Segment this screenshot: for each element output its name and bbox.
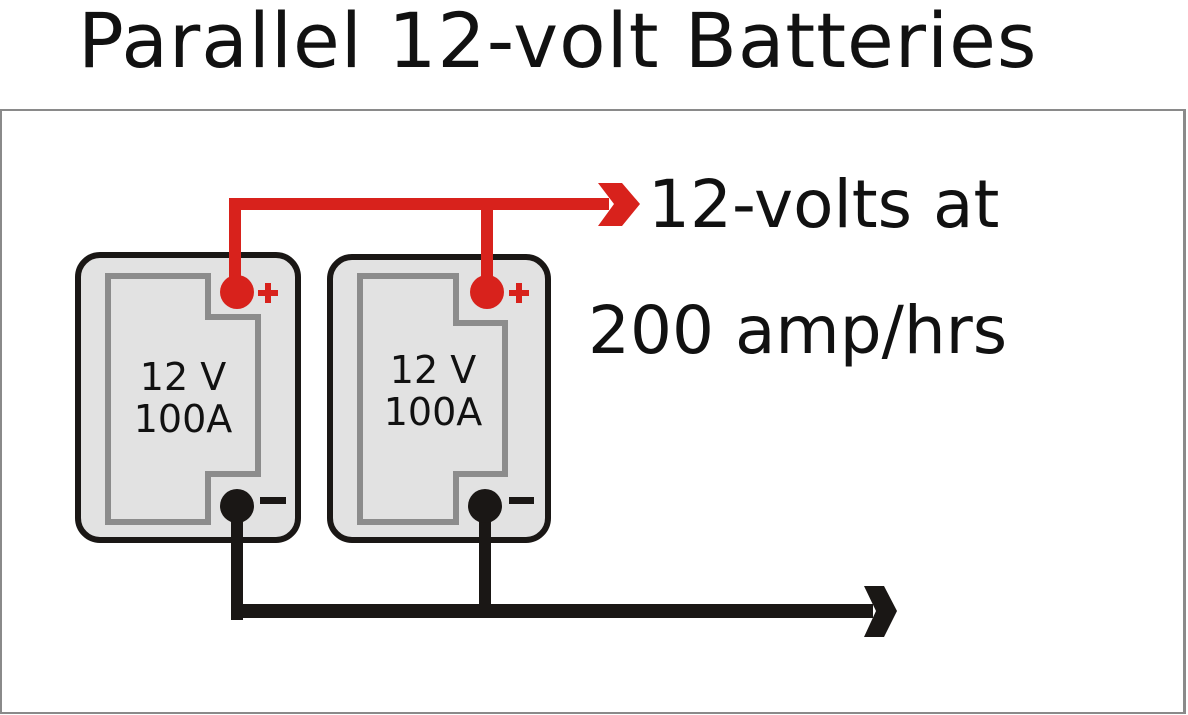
battery-2 (327, 254, 551, 543)
battery-1-capacity: 100A (133, 396, 233, 441)
diagram-title: Parallel 12-volt Batteries (0, 0, 1188, 90)
battery-2-label: 12 V 100A (358, 348, 508, 434)
diagram-frame (0, 109, 1186, 714)
negative-wire (231, 500, 897, 637)
title-text: Parallel 12-volt Batteries (78, 0, 1038, 85)
output-capacity-label: 200 amp/hrs (588, 292, 1008, 369)
negative-terminals (220, 489, 534, 523)
battery-1 (75, 252, 301, 543)
positive-terminal-icon (220, 275, 254, 309)
negative-terminal-icon (468, 489, 502, 523)
battery-1-voltage: 12 V (139, 355, 227, 399)
output-voltage-label: 12-volts at (648, 166, 1000, 243)
battery-2-voltage: 12 V (389, 348, 477, 392)
positive-terminal-icon (470, 275, 504, 309)
negative-terminal-icon (220, 489, 254, 523)
battery-1-label: 12 V 100A (108, 355, 258, 441)
positive-terminals (220, 275, 529, 309)
positive-wire (229, 183, 640, 290)
battery-2-capacity: 100A (383, 389, 483, 434)
